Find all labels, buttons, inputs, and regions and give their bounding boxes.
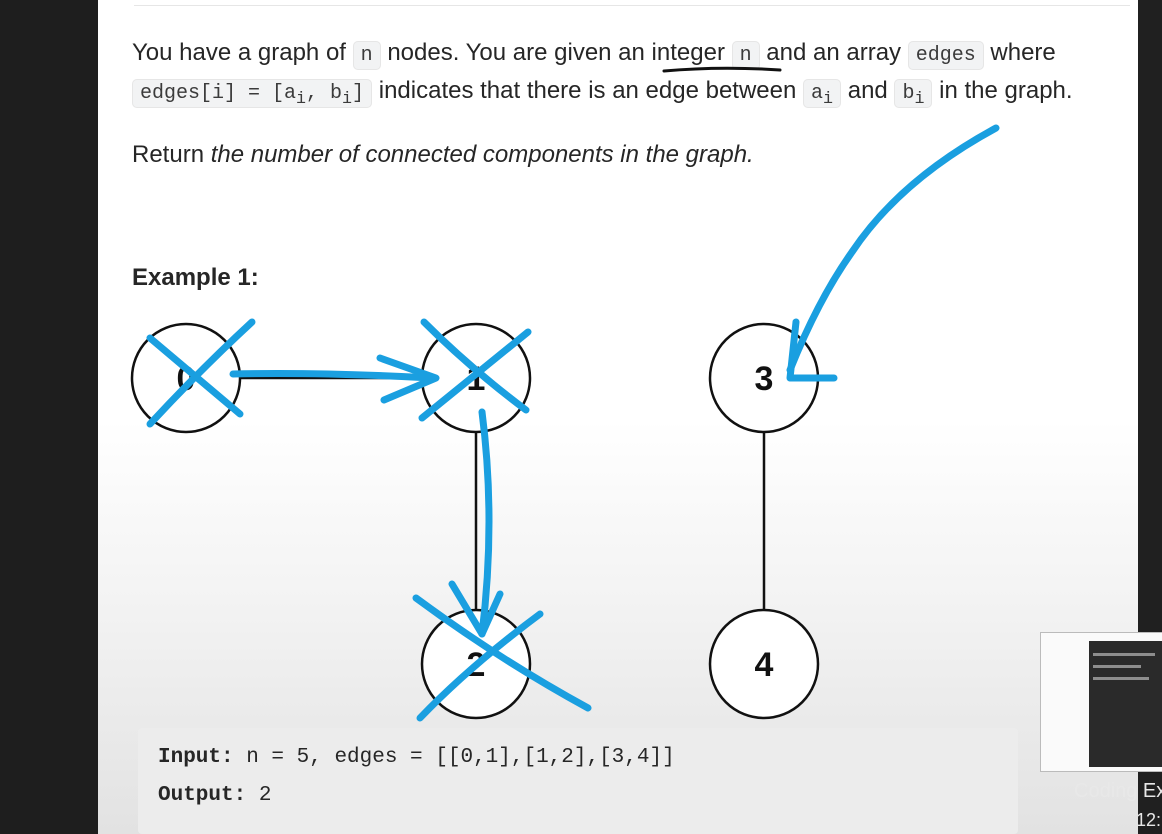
inline-code-a: ai — [803, 79, 842, 109]
text-span: where — [983, 39, 1056, 66]
text-span: You have a graph of — [132, 39, 353, 66]
inline-code: edges — [907, 41, 984, 70]
graph-node-0: 0 — [130, 322, 242, 434]
text-span: nodes. You are given an integer — [380, 39, 732, 66]
code-part: , b — [306, 82, 343, 105]
problem-line-1: You have a graph of n nodes. You are giv… — [132, 36, 1056, 70]
node-circle — [708, 608, 820, 720]
node-label: 3 — [755, 360, 774, 398]
text-span: Return — [132, 141, 211, 168]
problem-line-3: Return the number of connected component… — [132, 138, 754, 172]
handwritten-annotations — [146, 66, 1000, 722]
cross-node-1-a — [420, 318, 530, 414]
arrowhead-at-3 — [786, 318, 838, 382]
left-dark-bar — [0, 0, 98, 834]
example-title: Example 1: — [132, 264, 259, 291]
example-io-block: Input: n = 5, edges = [[0,1],[1,2],[3,4]… — [138, 728, 1018, 834]
thumbnail-line — [1093, 653, 1155, 656]
problem-line-2: edges[i] = [ai, bi] indicates that there… — [132, 74, 1073, 109]
timestamp: 12: — [1136, 810, 1162, 830]
text-span: and an array — [759, 39, 908, 66]
arrow-1-to-2 — [478, 408, 493, 638]
thumbnail-line — [1093, 677, 1149, 680]
code-part: b — [902, 82, 915, 105]
inline-code: n — [731, 41, 760, 70]
cross-node-1-b — [418, 328, 532, 422]
problem-page: You have a graph of n nodes. You are giv… — [98, 0, 1138, 834]
cross-node-2-a — [412, 594, 592, 712]
example-output-line: Output: 2 — [158, 784, 271, 807]
text-span: in the graph. — [932, 77, 1073, 104]
arrow-0-to-1 — [229, 370, 436, 382]
code-part: edges[i] = [a — [140, 82, 297, 105]
output-label: Output: — [158, 784, 247, 807]
graph-node-4: 4 — [708, 608, 820, 720]
arrowhead-at-2 — [448, 580, 504, 638]
thumbnail-line — [1093, 665, 1141, 668]
inline-code-b: bi — [894, 79, 933, 109]
code-part: a — [811, 82, 824, 105]
channel-name: Coding Ex — [1074, 780, 1162, 802]
underline-stroke — [662, 66, 782, 73]
inline-code: n — [352, 41, 381, 70]
subscript: i — [342, 90, 353, 109]
output-value: 2 — [246, 784, 272, 807]
cross-node-2-b — [416, 610, 544, 722]
code-part: ] — [352, 82, 365, 105]
subscript: i — [914, 90, 925, 109]
example-input-line: Input: n = 5, edges = [[0,1],[1,2],[3,4]… — [158, 746, 675, 769]
italic-text: the number of connected components in th… — [210, 141, 754, 168]
text-span: indicates that there is an edge between — [372, 77, 804, 104]
webcam-thumbnail — [1040, 632, 1162, 772]
node-label: 4 — [755, 646, 774, 684]
thumbnail-screen — [1089, 641, 1162, 767]
inline-code-edges-def: edges[i] = [ai, bi] — [132, 79, 373, 109]
text-span: and — [841, 77, 895, 104]
cross-node-0-b — [146, 318, 256, 428]
subscript: i — [296, 90, 307, 109]
input-value: n = 5, edges = [[0,1],[1,2],[3,4]] — [233, 746, 675, 769]
divider — [134, 5, 1130, 6]
input-label: Input: — [158, 746, 234, 769]
subscript: i — [823, 90, 834, 109]
node-circle — [130, 322, 242, 434]
arrow-to-3 — [786, 124, 1000, 374]
arrowhead-at-1 — [376, 354, 440, 404]
